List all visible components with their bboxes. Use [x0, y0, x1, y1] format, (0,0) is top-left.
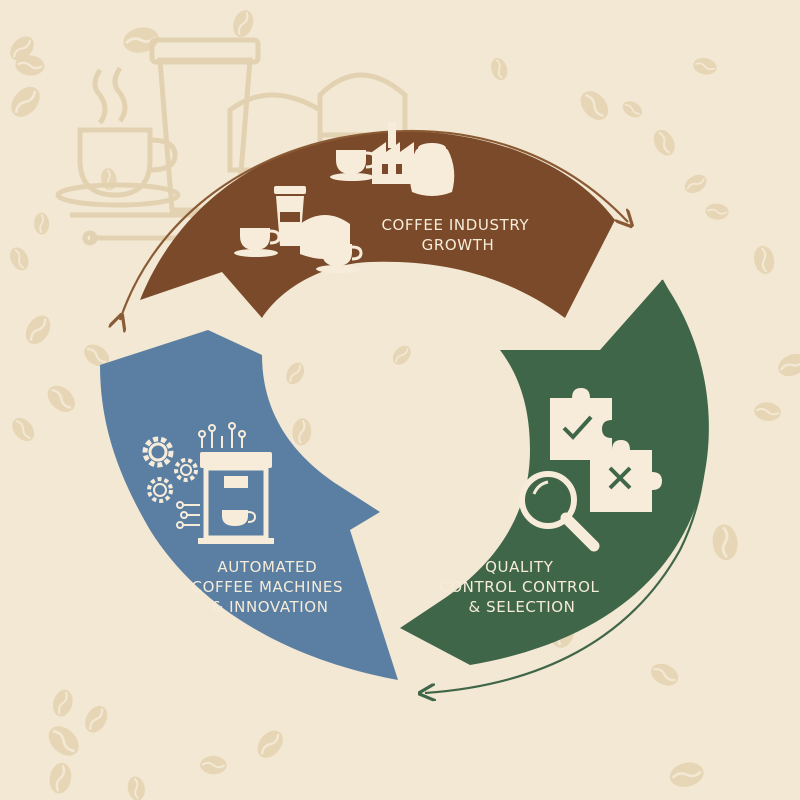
label-quality-control: QUALITY CONTROL CONTROL & SELECTION	[439, 558, 605, 616]
coffee-bean-icon	[292, 418, 312, 446]
factory-icon	[372, 122, 414, 184]
espresso-cup-icon	[234, 228, 281, 257]
coffee-bean-icon	[754, 402, 781, 421]
coffee-bean-icon	[580, 91, 609, 120]
label-coffee-industry-growth: COFFEE INDUSTRY GROWTH	[381, 216, 534, 254]
coffee-bean-icon	[705, 203, 729, 220]
growth-line-2: GROWTH	[422, 236, 495, 254]
coffee-sack-icon	[409, 143, 455, 196]
magnifier-icon	[519, 471, 600, 552]
coffee-bean-icon	[10, 36, 34, 61]
coffee-bean-icon	[25, 315, 51, 345]
coffee-bean-icon	[712, 524, 738, 561]
coffee-bean-icon	[12, 417, 35, 442]
cycle-arrow-top	[120, 129, 628, 320]
coffee-bean-icon	[15, 55, 45, 76]
coffee-bean-icon	[669, 762, 704, 787]
cycle-arrow-right	[425, 279, 708, 693]
espresso-machine-icon	[198, 452, 274, 544]
segment-automated-machines	[100, 330, 398, 680]
label-automated-machines: AUTOMATED COFFEE MACHINES & INNOVATION	[192, 558, 349, 616]
takeaway-cup-icon	[274, 186, 306, 246]
coffee-bean-icon	[85, 705, 108, 733]
automation-line-3: & INNOVATION	[211, 598, 328, 616]
gear-small-icon	[174, 458, 198, 482]
quality-line-3: & SELECTION	[469, 598, 576, 616]
coffee-bean-icon	[622, 101, 643, 118]
gear-lower-icon	[147, 477, 173, 503]
coffee-bean-icon	[392, 345, 411, 365]
quality-icon-cluster	[519, 388, 662, 552]
circuit-icon	[176, 422, 246, 529]
puzzle-check-icon	[550, 388, 612, 460]
growth-icon-cluster	[234, 122, 455, 273]
coffee-bean-icon	[48, 726, 79, 756]
puzzle-cross-icon	[590, 440, 662, 512]
quality-line-2: CONTROL CONTROL	[439, 578, 599, 596]
coffee-bean-icon	[10, 247, 29, 271]
coffee-bean-icon	[84, 344, 110, 367]
coffee-bean-icon	[127, 776, 145, 800]
coffee-bean-icon	[233, 10, 254, 38]
coffee-bean-icon	[52, 689, 73, 717]
coffee-bean-icon	[754, 245, 775, 275]
coffee-bean-icon	[491, 58, 508, 81]
coffee-bean-icon	[684, 174, 707, 194]
automation-line-1: AUTOMATED	[217, 558, 317, 576]
coffee-bean-icon	[47, 385, 75, 412]
coffee-bean-icon	[200, 755, 227, 775]
coffee-cup-icon	[330, 150, 378, 181]
coffee-bean-icon	[286, 362, 305, 385]
coffee-bean-icon	[693, 57, 717, 75]
coffee-bean-pattern	[10, 10, 800, 800]
gear-icon	[142, 436, 174, 468]
growth-line-1: COFFEE INDUSTRY	[381, 216, 529, 234]
coffee-bean-icon	[653, 129, 675, 156]
coffee-bean-icon	[651, 663, 679, 686]
automation-line-2: COFFEE MACHINES	[192, 578, 344, 596]
automation-icon-cluster	[142, 422, 274, 544]
coffee-bean-icon	[34, 212, 50, 235]
quality-line-1: QUALITY	[485, 558, 554, 576]
coffee-bean-icon	[49, 762, 72, 794]
coffee-bean-icon	[257, 730, 283, 758]
coffee-bean-icon	[11, 86, 40, 117]
latte-cup-icon	[316, 244, 363, 273]
